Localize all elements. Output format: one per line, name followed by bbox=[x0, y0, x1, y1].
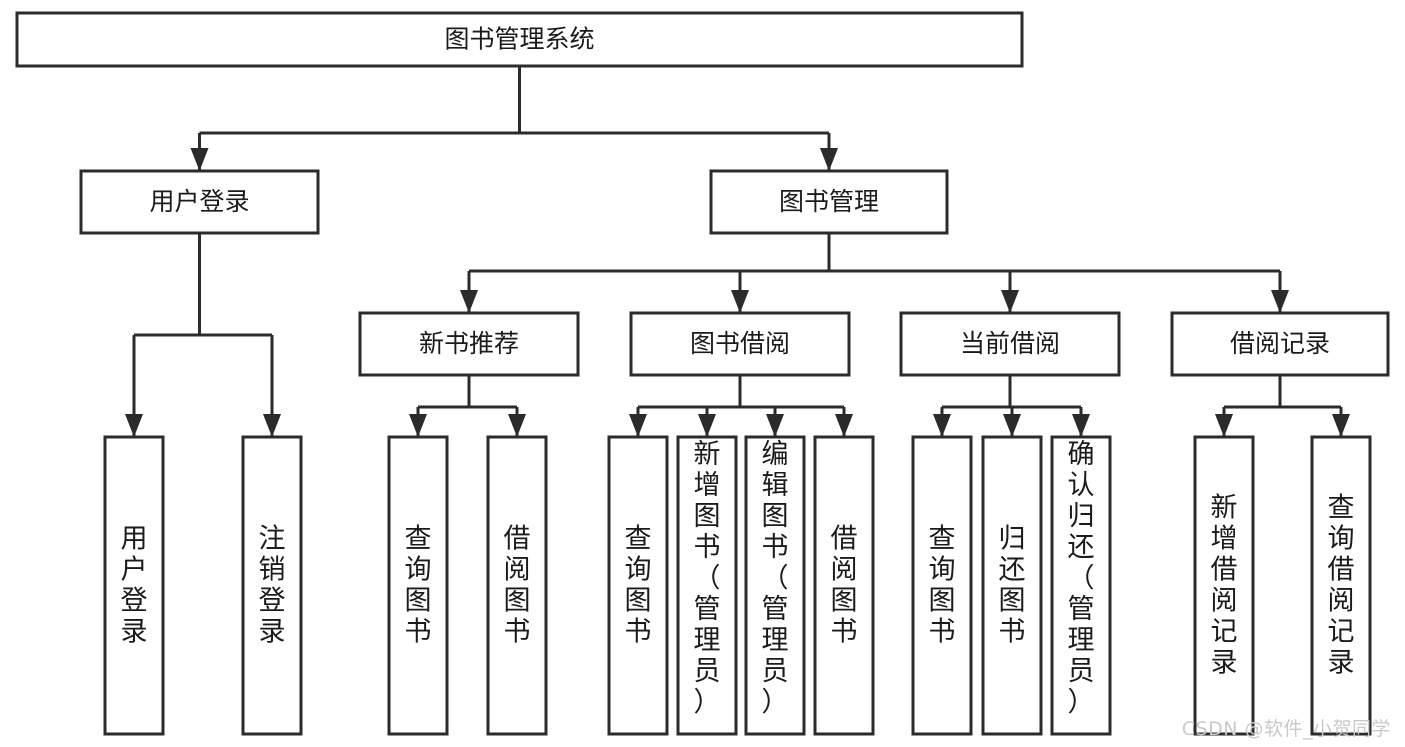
arrow-head-icon bbox=[1001, 290, 1019, 313]
node-label-vertical: 用户登录 bbox=[121, 524, 148, 648]
node-leaf-确认归还管理员[interactable]: 确认归还（管理员） bbox=[1050, 435, 1112, 736]
arrow-head-icon bbox=[698, 414, 716, 437]
node-box bbox=[911, 435, 973, 736]
node-leaf-查询图书[interactable]: 查询图书 bbox=[607, 435, 669, 736]
node-label-vertical: 注销登录 bbox=[259, 524, 286, 648]
node-layer: 图书管理系统用户登录图书管理新书推荐图书借阅当前借阅借阅记录用户登录注销登录查询… bbox=[15, 11, 1390, 736]
node-label-vertical: 查询图书 bbox=[625, 524, 652, 648]
node-leaf-查询借阅记录[interactable]: 查询借阅记录 bbox=[1310, 435, 1372, 736]
arrow-head-icon bbox=[409, 414, 427, 437]
node-label-vertical: 查询借阅记录 bbox=[1328, 493, 1355, 679]
node-label-vertical: 借阅图书 bbox=[831, 524, 858, 648]
node-label-vertical: 编辑图书（管理员） bbox=[762, 439, 789, 718]
node-box bbox=[813, 435, 875, 736]
node-box bbox=[1310, 435, 1372, 736]
node-leaf-用户登录[interactable]: 用户登录 bbox=[103, 435, 165, 736]
arrow-head-icon bbox=[1072, 414, 1090, 437]
node-box bbox=[103, 435, 165, 736]
node-box bbox=[744, 435, 806, 736]
node-label: 用户登录 bbox=[149, 187, 249, 216]
arrow-head-icon bbox=[263, 414, 281, 437]
node-box bbox=[1193, 435, 1255, 736]
node-label: 当前借阅 bbox=[960, 329, 1060, 358]
node-leaf-借阅图书[interactable]: 借阅图书 bbox=[813, 435, 875, 736]
node-label-vertical: 新增借阅记录 bbox=[1211, 493, 1238, 679]
watermark: CSDN @软件_小贺同学 bbox=[1181, 718, 1391, 740]
arrow-head-icon bbox=[629, 414, 647, 437]
arrow-head-icon bbox=[190, 148, 209, 171]
node-label: 图书管理 bbox=[779, 187, 879, 216]
node-label-vertical: 借阅图书 bbox=[504, 524, 531, 648]
node-label-vertical: 查询图书 bbox=[929, 524, 956, 648]
node-label: 图书管理系统 bbox=[444, 25, 594, 54]
node-leaf-编辑图书管理员[interactable]: 编辑图书（管理员） bbox=[744, 435, 806, 736]
node-label: 借阅记录 bbox=[1230, 329, 1330, 358]
arrow-head-icon bbox=[508, 414, 526, 437]
node-box bbox=[676, 435, 738, 736]
arrow-head-icon bbox=[835, 414, 853, 437]
node-box bbox=[629, 311, 851, 377]
node-level3-借阅记录[interactable]: 借阅记录 bbox=[1170, 311, 1390, 377]
node-leaf-借阅图书[interactable]: 借阅图书 bbox=[486, 435, 548, 736]
node-label-vertical: 确认归还（管理员） bbox=[1068, 439, 1095, 718]
arrow-head-icon bbox=[1332, 414, 1350, 437]
node-label: 图书借阅 bbox=[690, 329, 790, 358]
node-box bbox=[387, 435, 449, 736]
node-box bbox=[981, 435, 1043, 736]
node-box bbox=[79, 169, 320, 235]
node-leaf-归还图书[interactable]: 归还图书 bbox=[981, 435, 1043, 736]
arrow-head-icon bbox=[460, 290, 478, 313]
node-box bbox=[486, 435, 548, 736]
node-leaf-查询图书[interactable]: 查询图书 bbox=[911, 435, 973, 736]
node-label-vertical: 查询图书 bbox=[405, 524, 432, 648]
arrow-head-icon bbox=[1215, 414, 1233, 437]
node-label-vertical: 归还图书 bbox=[999, 524, 1026, 648]
node-label-vertical: 新增图书（管理员） bbox=[694, 439, 721, 718]
node-level2-用户登录[interactable]: 用户登录 bbox=[79, 169, 320, 235]
node-leaf-新增图书管理员[interactable]: 新增图书（管理员） bbox=[676, 435, 738, 736]
node-level3-图书借阅[interactable]: 图书借阅 bbox=[629, 311, 851, 377]
node-box bbox=[607, 435, 669, 736]
arrow-head-icon bbox=[933, 414, 951, 437]
node-level3-当前借阅[interactable]: 当前借阅 bbox=[899, 311, 1121, 377]
node-box bbox=[241, 435, 303, 736]
arrow-head-icon bbox=[820, 148, 838, 171]
node-box bbox=[899, 311, 1121, 377]
node-root-图书管理系统[interactable]: 图书管理系统 bbox=[15, 11, 1024, 68]
node-level3-新书推荐[interactable]: 新书推荐 bbox=[358, 311, 580, 377]
connector-layer bbox=[125, 66, 1350, 437]
arrow-head-icon bbox=[125, 414, 143, 437]
node-leaf-注销登录[interactable]: 注销登录 bbox=[241, 435, 303, 736]
node-leaf-新增借阅记录[interactable]: 新增借阅记录 bbox=[1193, 435, 1255, 736]
arrow-head-icon bbox=[1271, 290, 1289, 313]
arrow-head-icon bbox=[766, 414, 784, 437]
node-box bbox=[709, 169, 949, 235]
node-box bbox=[1170, 311, 1390, 377]
node-box bbox=[1050, 435, 1112, 736]
arrow-head-icon bbox=[731, 290, 749, 313]
node-level2-图书管理[interactable]: 图书管理 bbox=[709, 169, 949, 235]
node-leaf-查询图书[interactable]: 查询图书 bbox=[387, 435, 449, 736]
arrow-head-icon bbox=[1003, 414, 1021, 437]
node-label: 新书推荐 bbox=[419, 329, 519, 358]
node-box bbox=[15, 11, 1024, 68]
node-box bbox=[358, 311, 580, 377]
